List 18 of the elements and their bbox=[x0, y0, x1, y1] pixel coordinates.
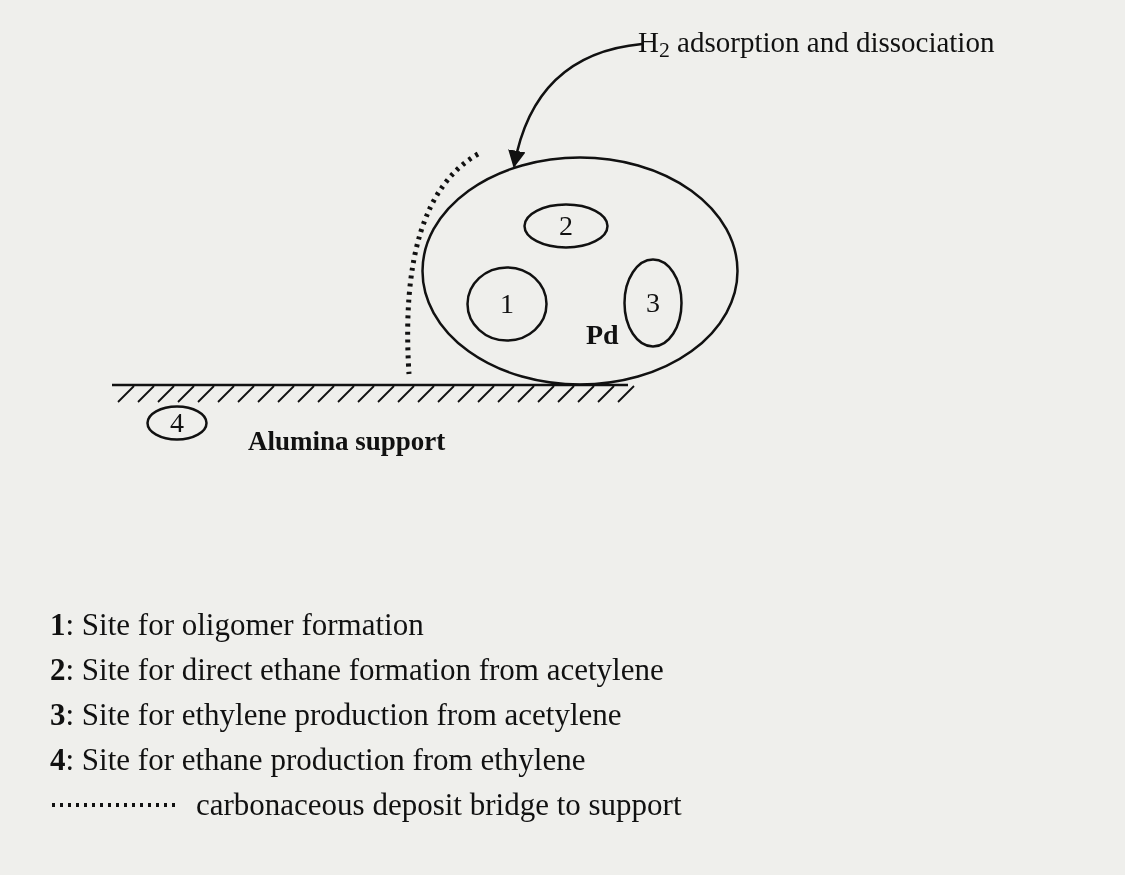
site-number: 3 bbox=[646, 289, 660, 317]
site-description: 3: Site for ethylene production from acetylene bbox=[50, 698, 623, 732]
site-description: 4: Site for ethane production from ethylene bbox=[50, 743, 587, 777]
site-number: 2 bbox=[559, 212, 573, 240]
site-ellipse bbox=[623, 258, 683, 348]
site-number: 1 bbox=[500, 290, 514, 318]
site-description: 1: Site for oligomer formation bbox=[50, 608, 425, 642]
particle-label: Pd bbox=[586, 321, 619, 349]
site-ellipse bbox=[523, 203, 609, 249]
site-number: 4 bbox=[170, 409, 184, 437]
support-label: Alumina support bbox=[248, 428, 446, 455]
arrow bbox=[508, 42, 643, 169]
site-ellipse bbox=[146, 405, 208, 441]
site-description: 2: Site for direct ethane formation from acetylene bbox=[50, 653, 665, 687]
legend-text: carbonaceous deposit bridge to support bbox=[196, 788, 682, 822]
site-ellipse bbox=[466, 266, 548, 342]
annotation-text: H$_{2}$ adsorption and dissociation bbox=[638, 28, 995, 57]
particle-ellipse bbox=[421, 156, 739, 386]
